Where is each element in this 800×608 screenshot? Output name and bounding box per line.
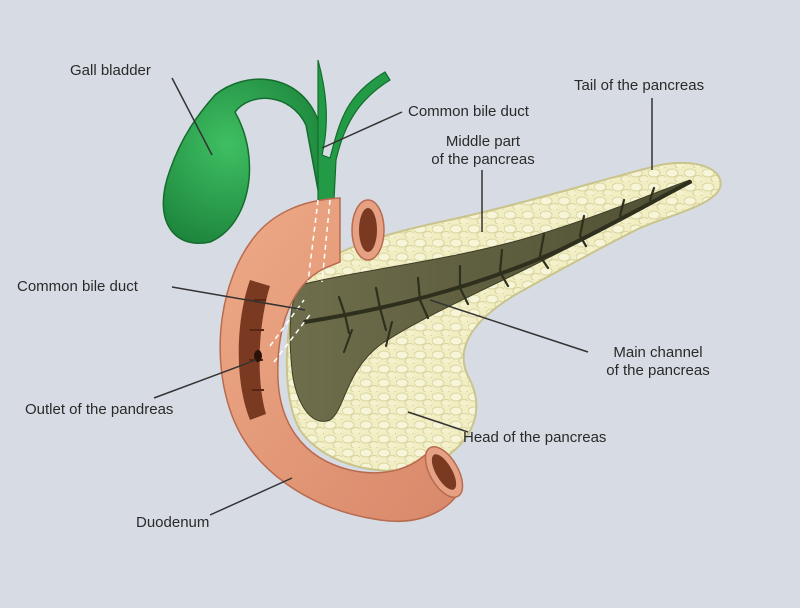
label-common-bile-duct-left: Common bile duct [17, 278, 138, 295]
label-gall-bladder: Gall bladder [70, 62, 151, 79]
label-head-of-pancreas: Head of the pancreas [463, 429, 607, 446]
label-tail-of-pancreas: Tail of the pancreas [574, 77, 705, 94]
label-middle-line2: of the pancreas [431, 151, 535, 168]
bile-ducts [317, 59, 391, 201]
label-middle-part: Middle part of the pancreas [408, 133, 558, 169]
leader-common-bile-duct-left [171, 286, 306, 311]
label-main-channel: Main channel of the pancreas [588, 344, 728, 380]
label-main-channel-line2: of the pancreas [606, 362, 710, 379]
leader-head [407, 411, 469, 433]
leader-main-channel [429, 299, 589, 353]
leader-gall-bladder [171, 77, 213, 156]
main-channel [303, 180, 692, 353]
gall-bladder [162, 78, 327, 244]
leader-common-bile-duct-top [321, 111, 403, 149]
leader-duodenum [209, 477, 293, 516]
label-outlet: Outlet of the pandreas [25, 401, 174, 418]
duodenum [219, 197, 464, 522]
pancreas [285, 161, 722, 472]
leader-lines [153, 77, 653, 516]
label-middle-line1: Middle part [445, 133, 521, 150]
pancreas-cut-surface [289, 179, 691, 422]
label-duodenum: Duodenum [136, 514, 210, 531]
label-common-bile-duct-top: Common bile duct [408, 103, 529, 120]
label-main-channel-line1: Main channel [613, 344, 703, 361]
leader-outlet [153, 359, 257, 399]
